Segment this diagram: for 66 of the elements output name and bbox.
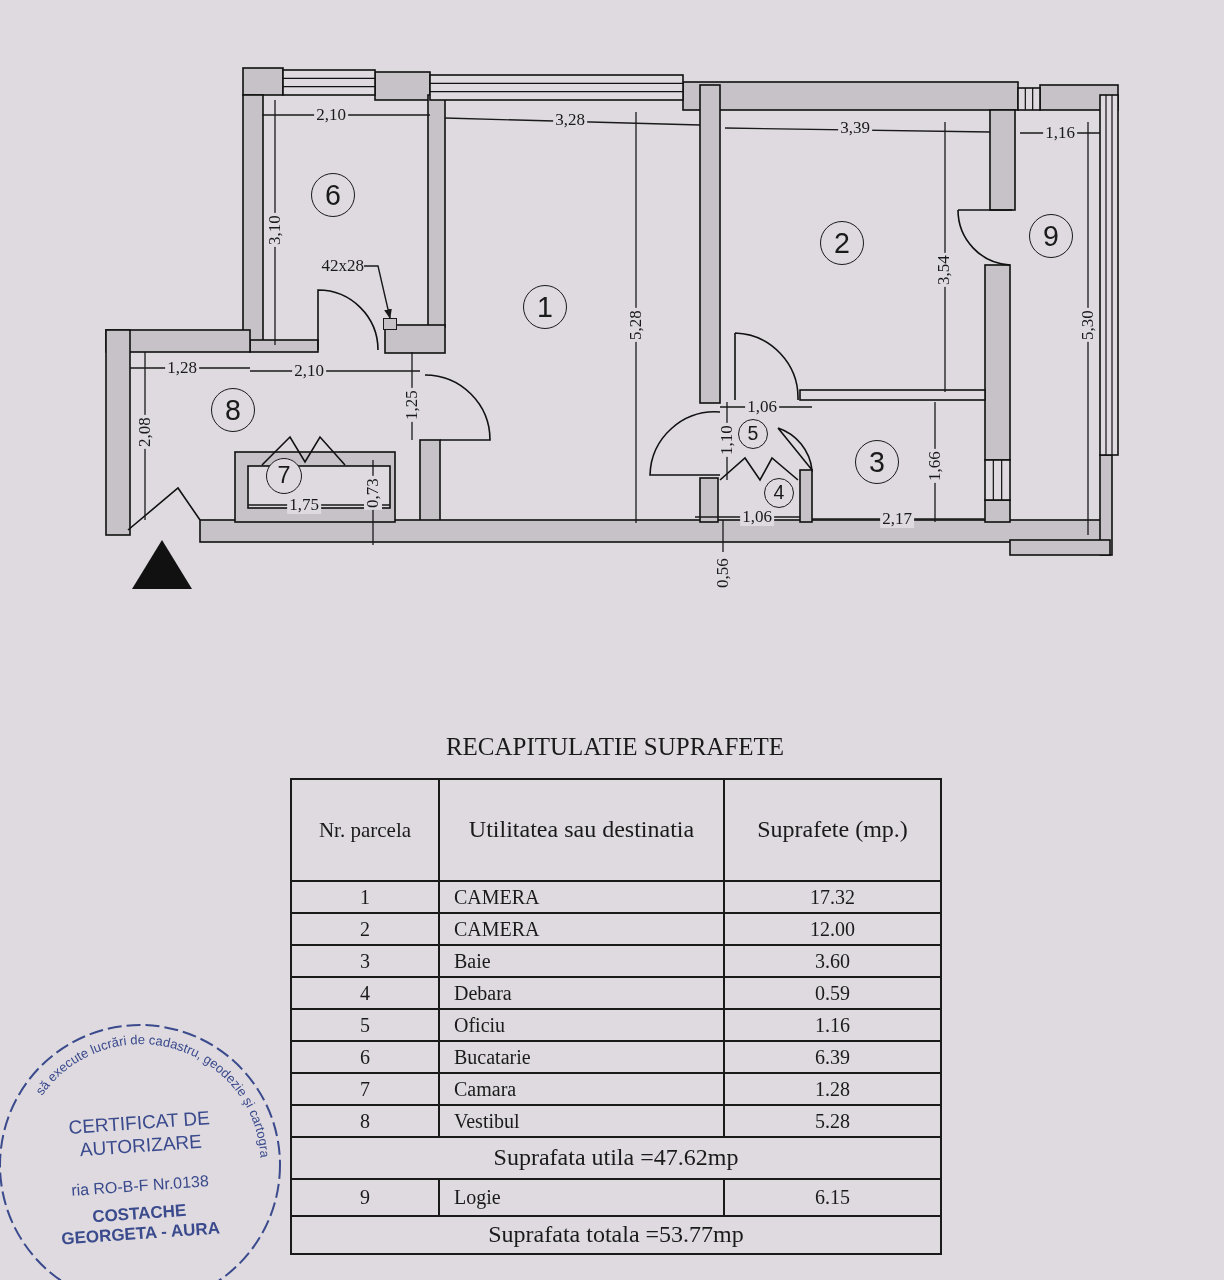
dimension-label: 3,28 [553, 111, 587, 129]
dimension-label: 2,10 [314, 106, 348, 124]
table-cell: Bucatarie [440, 1042, 725, 1074]
room-number: 2 [820, 221, 864, 265]
dimension-label: 1,06 [740, 508, 774, 526]
table-cell: 6 [292, 1042, 440, 1074]
table-cell: 8 [292, 1106, 440, 1138]
room-number: 3 [855, 440, 899, 484]
table-cell: 1.28 [725, 1074, 942, 1106]
dimension-label: 1,10 [718, 423, 736, 457]
table-cell: 2 [292, 914, 440, 946]
table-cell: 4 [292, 978, 440, 1010]
table-cell: 3.60 [725, 946, 942, 978]
table-cell: Camara [440, 1074, 725, 1106]
table-cell: 1.16 [725, 1010, 942, 1042]
table-cell: Baie [440, 946, 725, 978]
table-cell: 1 [292, 882, 440, 914]
stamp-text: ria RO-B-F Nr.0138 [69, 1171, 211, 1201]
room-number: 8 [211, 388, 255, 432]
table-cell: 5.28 [725, 1106, 942, 1138]
dimension-label: 2,17 [880, 510, 914, 528]
table-cell: 17.32 [725, 882, 942, 914]
dimension-label: 1,28 [165, 359, 199, 377]
table-cell: Oficiu [440, 1010, 725, 1042]
table-header-cell: Utilitatea sau destinatia [440, 780, 725, 882]
table-cell: Logie [440, 1180, 725, 1217]
dimension-label: 2,10 [292, 362, 326, 380]
table-cell: 12.00 [725, 914, 942, 946]
table-cell: Vestibul [440, 1106, 725, 1138]
table-header-cell: Nr. parcela [292, 780, 440, 882]
table-total-cell: Suprafata utila =47.62mp [292, 1138, 942, 1180]
table-cell: 6.39 [725, 1042, 942, 1074]
dimension-label: 5,28 [627, 308, 645, 342]
table-cell: Debara [440, 978, 725, 1010]
table-header-cell: Suprafete (mp.) [725, 780, 942, 882]
stamp-text: CERTIFICAT DE AUTORIZARE [66, 1106, 212, 1162]
leader-line [363, 265, 392, 319]
dimension-label: 1,75 [287, 496, 321, 514]
table-cell: 6.15 [725, 1180, 942, 1217]
dimension-label: 5,30 [1079, 308, 1097, 342]
dimension-label: 1,25 [403, 388, 421, 422]
table-title: RECAPITULATIE SUPRAFETE [444, 733, 786, 761]
table-cell: 9 [292, 1180, 440, 1217]
dimension-label: 2,08 [136, 415, 154, 449]
dimension-label: 3,39 [838, 119, 872, 137]
table-cell: 7 [292, 1074, 440, 1106]
table-cell: 3 [292, 946, 440, 978]
dimension-label: 1,66 [926, 449, 944, 483]
table-cell: 5 [292, 1010, 440, 1042]
room-number: 6 [311, 173, 355, 217]
room-number: 4 [764, 478, 794, 508]
dimension-label: 3,54 [935, 253, 953, 287]
dimension-label: 1,16 [1043, 124, 1077, 142]
door-jamb [383, 318, 397, 330]
table-total-cell: Suprafata totala =53.77mp [292, 1217, 942, 1255]
room-number: 1 [523, 285, 567, 329]
dimension-label: 3,10 [266, 213, 284, 247]
table-cell: 0.59 [725, 978, 942, 1010]
stamp-text: COSTACHE GEORGETA - AURA [59, 1199, 222, 1251]
table-cell: CAMERA [440, 882, 725, 914]
room-number: 5 [738, 419, 768, 449]
room-number: 9 [1029, 214, 1073, 258]
dimension-label: 1,06 [745, 398, 779, 416]
dimension-label: 0,73 [364, 476, 382, 510]
table-cell: CAMERA [440, 914, 725, 946]
dimension-label: 0,56 [714, 556, 732, 590]
